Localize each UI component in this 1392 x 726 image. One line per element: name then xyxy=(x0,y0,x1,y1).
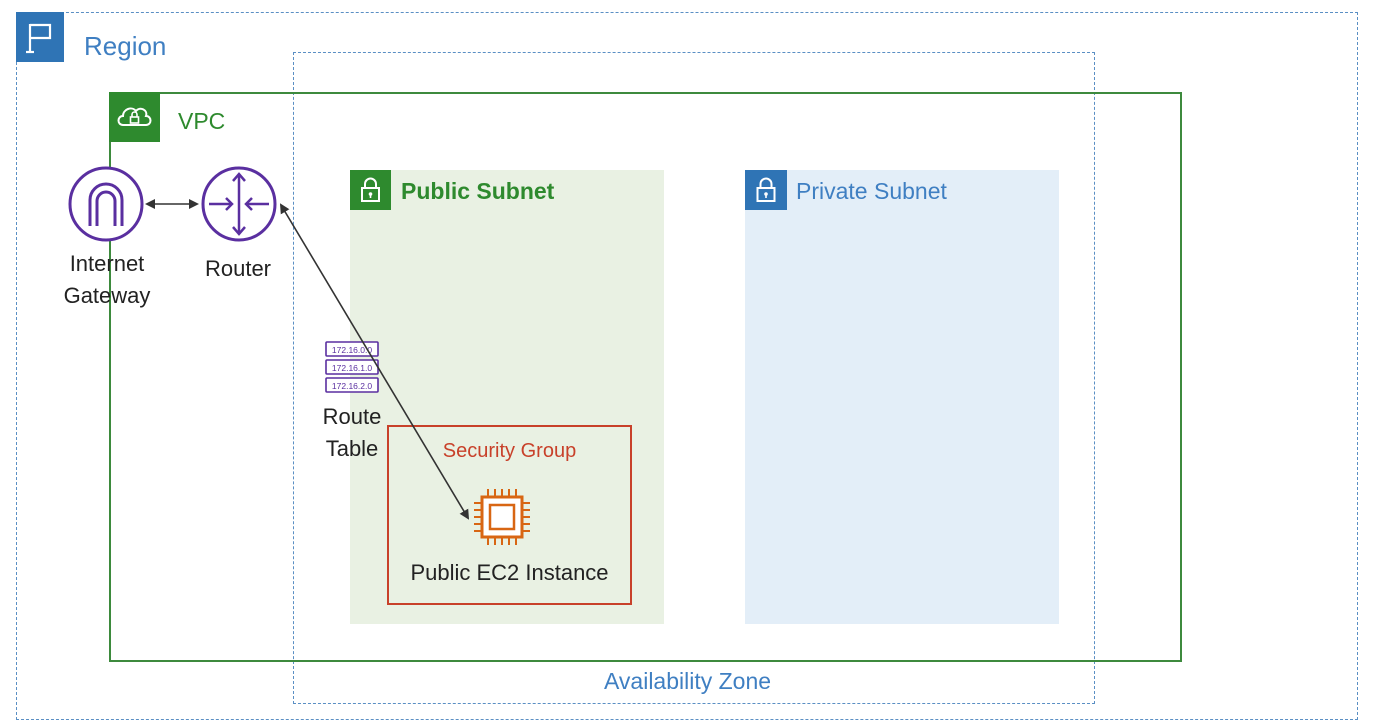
route-entry: 172.16.1.0 xyxy=(332,363,372,373)
internet-gateway-icon xyxy=(68,166,144,242)
public-subnet-label: Public Subnet xyxy=(401,178,555,204)
router-ec2-connector xyxy=(279,203,470,520)
region-label: Region xyxy=(84,31,167,61)
flag-icon xyxy=(16,12,64,62)
private-subnet-area xyxy=(745,170,1059,624)
route-entry: 172.16.2.0 xyxy=(332,381,372,391)
internet-gateway-label: Internet Gateway xyxy=(47,248,167,312)
security-group-label: Security Group xyxy=(442,440,577,462)
lock-icon xyxy=(745,170,787,210)
chip-icon xyxy=(474,489,530,545)
ec2-instance-label: Public EC2 Instance xyxy=(410,560,609,585)
internet-gateway-label-line2: Gateway xyxy=(63,283,151,308)
region-boundary xyxy=(16,12,1358,720)
vpc-label: VPC xyxy=(178,108,226,134)
private-subnet-label: Private Subnet xyxy=(796,178,947,204)
vpc-boundary xyxy=(109,92,1182,662)
router-icon xyxy=(201,166,277,242)
route-table-icon: 172.16.0.0 172.16.1.0 172.16.2.0 xyxy=(325,341,379,393)
cloud-lock-icon xyxy=(109,92,160,142)
internet-gateway-label-line1: Internet xyxy=(69,251,145,276)
router-label: Router xyxy=(204,256,272,281)
availability-zone-label: Availability Zone xyxy=(604,668,772,694)
